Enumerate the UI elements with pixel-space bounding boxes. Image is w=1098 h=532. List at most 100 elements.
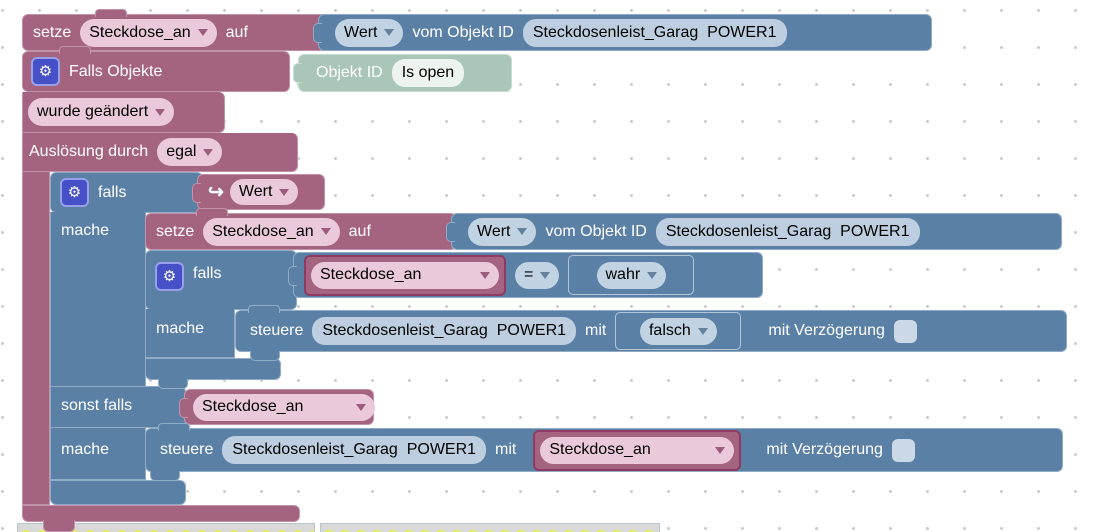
vom-objekt-id-label: vom Objekt ID <box>545 222 647 240</box>
setze-label: setze <box>33 23 72 41</box>
block-trigger-value[interactable]: ↪ Wert <box>192 174 325 210</box>
dropdown-arrow-icon <box>540 271 551 279</box>
dropdown-arrow-icon <box>356 403 366 411</box>
operator-dropdown[interactable]: = <box>515 261 560 289</box>
vom-objekt-id-label: vom Objekt ID <box>412 23 514 41</box>
change-mode-dropdown[interactable]: wurde geändert <box>28 98 175 126</box>
zigzag-pattern-icon <box>321 528 659 532</box>
object-id-field[interactable]: Steckdosenleist_Garag POWER1 <box>522 18 787 47</box>
connector-tab <box>179 398 188 418</box>
mit-label: mit <box>585 322 607 339</box>
if-outer-foot <box>50 480 186 505</box>
connector-notch <box>95 9 127 17</box>
value-socket: wahr <box>568 255 695 295</box>
block-if-outer[interactable]: ⚙ falls <box>50 172 203 213</box>
dropdown-arrow-icon <box>155 108 166 116</box>
trigger-left-spine <box>22 171 50 505</box>
trigger-title-label: Falls Objekte <box>69 62 163 80</box>
connector-tab <box>313 23 322 43</box>
object-id-field[interactable]: Steckdosenleist_Garag POWER1 <box>222 436 487 464</box>
attribute-dropdown[interactable]: Wert <box>335 18 404 47</box>
block-logic-boolean[interactable]: wahr <box>596 261 667 289</box>
block-get-value-inner[interactable]: Wert vom Objekt ID Steckdosenleist_Garag… <box>446 213 1062 250</box>
auf-label: auf <box>348 222 371 240</box>
delay-checkbox[interactable] <box>893 319 917 343</box>
value-socket: falsch <box>615 312 742 350</box>
ausloesung-label: Auslösung durch <box>29 143 149 160</box>
connector-tab <box>192 183 201 203</box>
variable-dropdown[interactable]: Steckdose_an <box>193 393 375 421</box>
dropdown-arrow-icon <box>647 271 658 279</box>
block-variable-get[interactable]: Steckdose_an <box>304 254 506 296</box>
mache-label: mache <box>61 222 110 239</box>
dropdown-arrow-icon <box>697 327 708 335</box>
connector-tab <box>293 63 302 83</box>
block-object-id[interactable]: Objekt ID Is open <box>293 54 512 92</box>
sonst-falls-label: sonst falls <box>61 397 133 414</box>
block-control-inner[interactable]: steuere Steckdosenleist_Garag POWER1 mit… <box>235 305 1067 352</box>
stub-block-left[interactable] <box>17 523 315 532</box>
block-set-state-top[interactable]: setze Steckdose_an auf <box>22 9 334 51</box>
variable-dropdown[interactable]: Steckdose_an <box>203 217 340 246</box>
steuere-label: steuere <box>160 441 214 458</box>
delay-label: mit Verzögerung <box>766 441 883 458</box>
delay-label: mit Verzögerung <box>768 322 885 339</box>
delay-checkbox[interactable] <box>891 438 915 462</box>
setze-label: setze <box>156 222 195 240</box>
variable-dropdown[interactable]: Steckdose_an <box>80 18 217 47</box>
trigger-by-row[interactable]: Auslösung durch egal <box>22 133 298 172</box>
variable-dropdown[interactable]: Steckdose_an <box>540 436 735 464</box>
connector-notch-down <box>158 379 188 389</box>
gear-icon[interactable]: ⚙ <box>31 57 60 86</box>
trigger-by-dropdown[interactable]: egal <box>157 138 223 166</box>
block-compare[interactable]: Steckdose_an = wahr <box>288 252 763 298</box>
connector-notch <box>248 305 280 313</box>
dropdown-arrow-icon <box>279 188 290 196</box>
variable-dropdown[interactable]: Steckdose_an <box>311 261 499 289</box>
connector-notch-down <box>43 520 75 532</box>
gear-icon[interactable]: ⚙ <box>60 178 89 207</box>
block-if-inner[interactable]: ⚙ falls <box>145 250 297 310</box>
dropdown-arrow-icon <box>197 29 208 36</box>
connector-notch-down <box>250 351 280 361</box>
stub-block-right[interactable] <box>320 523 660 532</box>
dropdown-arrow-icon <box>203 148 214 156</box>
block-get-value-top[interactable]: Wert vom Objekt ID Steckdosenleist_Garag… <box>313 14 932 51</box>
if-inner-spine <box>145 309 235 358</box>
trigger-change-mode-row[interactable]: wurde geändert <box>22 92 225 133</box>
steuere-label: steuere <box>250 322 304 339</box>
falls-label: falls <box>193 265 222 282</box>
connector-tab <box>446 222 455 242</box>
block-control-outer[interactable]: steuere Steckdosenleist_Garag POWER1 mit… <box>145 423 1063 472</box>
object-id-field[interactable]: Steckdosenleist_Garag POWER1 <box>655 217 920 246</box>
trigger-foot <box>22 505 300 522</box>
dropdown-arrow-icon <box>480 271 490 279</box>
auf-label: auf <box>225 23 248 41</box>
block-logic-boolean[interactable]: falsch <box>639 317 717 345</box>
gear-icon[interactable]: ⚙ <box>155 262 184 291</box>
trigger-value-dropdown[interactable]: Wert <box>229 179 299 205</box>
mit-label: mit <box>495 441 517 458</box>
connector-notch <box>59 46 91 54</box>
connector-notch <box>196 208 228 216</box>
falls-label: falls <box>98 183 127 201</box>
dropdown-arrow-icon <box>384 29 395 36</box>
zigzag-pattern-icon <box>18 528 314 532</box>
connector-notch-down <box>150 471 180 481</box>
block-trigger-falls-objekte[interactable]: ⚙ Falls Objekte <box>22 46 290 92</box>
if-outer-spine <box>50 212 146 480</box>
connector-notch <box>158 423 190 431</box>
mache2-label: mache <box>61 441 110 458</box>
dropdown-arrow-icon <box>715 446 726 454</box>
block-variable-get-sonst[interactable]: Steckdose_an <box>179 389 375 425</box>
object-id-field[interactable]: Steckdosenleist_Garag POWER1 <box>312 317 577 345</box>
block-variable-get[interactable]: Steckdose_an <box>533 429 742 471</box>
objekt-id-label: Objekt ID <box>316 64 383 81</box>
block-set-state-inner[interactable]: setze Steckdose_an auf <box>145 208 457 250</box>
dropdown-arrow-icon <box>320 228 331 235</box>
dropdown-arrow-icon <box>517 228 528 235</box>
object-name-field[interactable]: Is open <box>391 59 465 87</box>
connector-tab <box>288 266 297 286</box>
attribute-dropdown[interactable]: Wert <box>468 217 537 246</box>
